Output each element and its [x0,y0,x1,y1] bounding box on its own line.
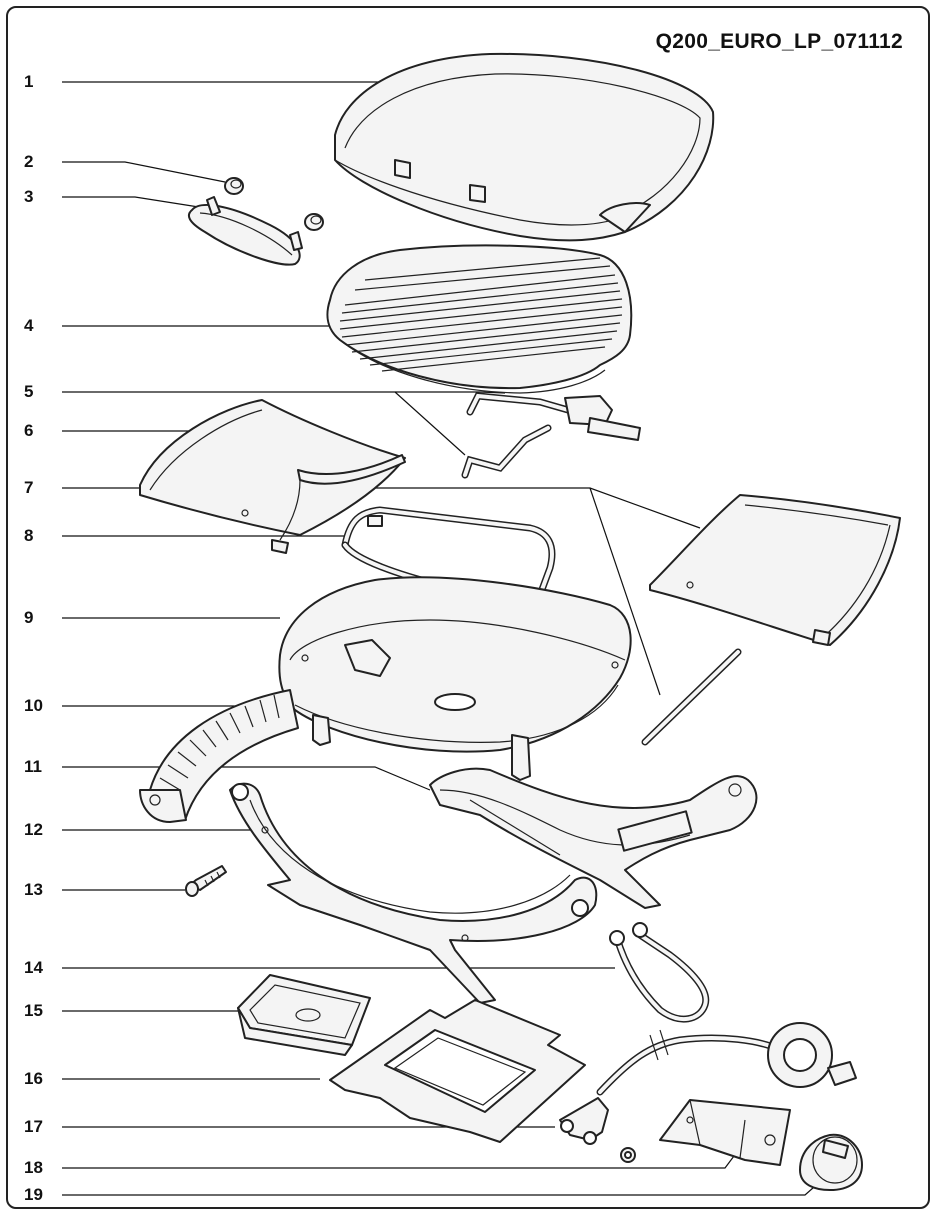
callout-2: 2 [24,152,34,171]
callout-6: 6 [24,421,34,440]
part-4-grate [326,244,633,394]
callout-3: 3 [24,187,34,206]
part-14-hose-clip [609,922,710,1023]
part-16-catch-pan [329,999,586,1143]
part-12-left-frame [229,782,598,1004]
callout-4: 4 [24,316,34,335]
callout-19: 19 [24,1185,43,1204]
part-9-cookbox [278,576,632,781]
part-3-handle [187,196,303,266]
callout-7: 7 [24,478,34,497]
part-5-igniter [461,392,641,479]
callout-12: 12 [24,820,43,839]
callout-18: 18 [24,1158,43,1177]
part-18-bracket [659,1099,791,1166]
callout-15: 15 [24,1001,43,1020]
callout-9: 9 [24,608,34,627]
part-11-right-frame [429,767,758,909]
part-7-right-side-table [641,494,901,746]
callout-11: 11 [24,757,42,776]
callout-8: 8 [24,526,34,545]
part-6-left-side-table [139,399,406,554]
part-19-knob [799,1133,863,1191]
diagram-code: Q200_EURO_LP_071112 [655,30,903,53]
callout-16: 16 [24,1069,43,1088]
part-15-drip-tray [237,974,371,1056]
callout-5: 5 [24,382,34,401]
callout-14: 14 [24,958,43,977]
callout-10: 10 [24,696,43,715]
leader-lines [62,81,823,1196]
callout-13: 13 [24,880,43,899]
diagram-frame [6,6,930,1209]
part-1-lid [334,52,715,242]
part-10-left-frame-cover [139,689,299,823]
part-2-handle-caps [224,177,324,231]
part-13-screw [185,865,227,897]
callout-17: 17 [24,1117,43,1136]
part-17-regulator-hose [559,1022,857,1163]
callout-1: 1 [24,72,34,91]
